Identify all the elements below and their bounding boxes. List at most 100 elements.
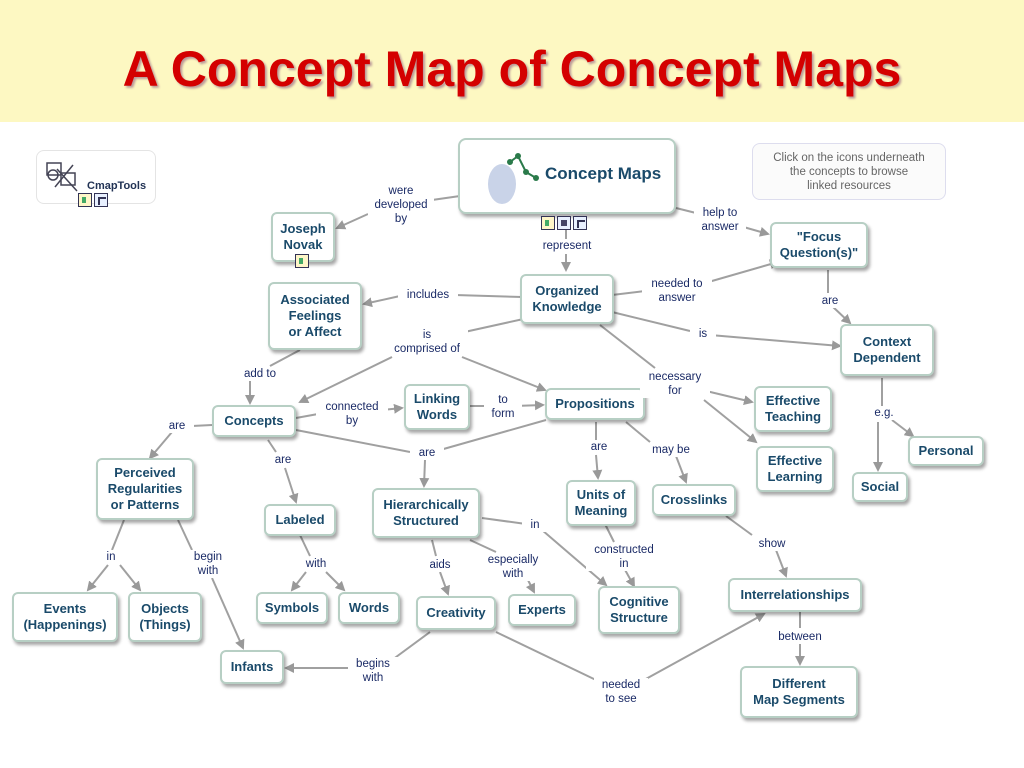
edge-developed-novak: [335, 213, 369, 230]
concept-node-creativity[interactable]: Creativity: [416, 596, 496, 630]
concept-node-labeled[interactable]: Labeled: [264, 504, 336, 536]
link-begins-with: begins with: [348, 657, 398, 685]
concept-node-concepts[interactable]: Concepts: [212, 405, 296, 437]
image-icon[interactable]: [557, 216, 571, 230]
concept-node-objects[interactable]: Objects (Things): [128, 592, 202, 642]
concept-node-hierarchically-structured[interactable]: Hierarchically Structured: [372, 488, 480, 538]
link-represent: represent: [530, 239, 604, 253]
concept-node-concept-maps[interactable]: Concept Maps: [458, 138, 676, 214]
concept-node-effective-learning[interactable]: Effective Learning: [756, 446, 834, 492]
edge-perceived-begin: [177, 519, 193, 551]
edge-constructed-cog: [623, 567, 635, 588]
edge-ok-necessary: [599, 324, 656, 369]
edge-comprised-concepts: [298, 356, 393, 403]
link-are-perceived: are: [160, 419, 194, 433]
edge-needed-inter: [643, 613, 766, 681]
edge-main-developed: [431, 195, 461, 201]
edge-in-events: [86, 564, 109, 592]
link-show: show: [752, 537, 792, 551]
link-in-cognitive: in: [522, 518, 548, 532]
document-icon[interactable]: [295, 254, 309, 268]
edge-is-context: [709, 334, 842, 351]
edge-especially-experts: [525, 579, 535, 594]
link-needed-to-see: needed to see: [594, 678, 648, 706]
edge-begin-infants: [211, 577, 245, 650]
edge-maybe-crosslinks: [675, 455, 688, 484]
title-band: A Concept Map of Concept Maps: [0, 0, 1024, 122]
concept-node-perceived-regularities[interactable]: Perceived Regularities or Patterns: [96, 458, 194, 520]
link-with: with: [296, 557, 336, 571]
edge-hier-in: [481, 517, 527, 525]
main-concept-label: Concept Maps: [545, 164, 662, 183]
concept-node-social[interactable]: Social: [852, 472, 908, 502]
edge-with-symbols: [290, 571, 307, 592]
concept-node-effective-teaching[interactable]: Effective Teaching: [754, 386, 832, 432]
link-in-events: in: [98, 550, 124, 564]
concept-node-propositions[interactable]: Propositions: [545, 388, 645, 420]
edge-concepts-are-hier: [295, 429, 411, 453]
main-resource-icons: [541, 216, 587, 230]
link-are-units: are: [582, 440, 616, 454]
edge-includes-feel: [362, 295, 401, 308]
link-between: between: [768, 630, 832, 644]
link-especially-with: especially with: [478, 553, 548, 581]
edge-labeled-with: [299, 534, 311, 557]
link-is-comprised-of: is comprised of: [386, 328, 468, 356]
edge-are-perceived: [148, 431, 173, 460]
link-are-labeled: are: [266, 453, 300, 467]
edge-creativity-needed: [495, 631, 597, 681]
edge-perceived-in: [111, 519, 125, 551]
document-icon[interactable]: [78, 193, 92, 207]
edge-necessary-teaching: [701, 389, 754, 405]
edge-eg-personal: [891, 419, 915, 438]
novak-resource-icons: [295, 254, 309, 268]
concept-node-linking-words[interactable]: Linking Words: [404, 384, 470, 430]
edge-in-cog: [541, 529, 608, 587]
link-needed-to-answer: needed to answer: [642, 277, 712, 305]
edge-ok-needed: [611, 290, 646, 296]
concept-map-icon[interactable]: [573, 216, 587, 230]
concept-node-organized-knowledge[interactable]: Organized Knowledge: [520, 274, 614, 324]
concept-node-crosslinks[interactable]: Crosslinks: [652, 484, 736, 516]
concept-node-infants[interactable]: Infants: [220, 650, 284, 684]
edge-are-context: [831, 305, 852, 325]
edge-crosslinks-show: [725, 515, 753, 536]
edge-concepts-are-down: [267, 439, 277, 453]
link-are-hierarchically: are: [410, 446, 444, 460]
concept-node-experts[interactable]: Experts: [508, 594, 576, 626]
concept-node-words[interactable]: Words: [338, 592, 400, 624]
concept-node-joseph-novak[interactable]: Joseph Novak: [271, 212, 335, 262]
concept-node-personal[interactable]: Personal: [908, 436, 984, 466]
edge-comprised-prop: [461, 356, 547, 392]
concept-map-icon[interactable]: [94, 193, 108, 207]
edge-ok-is: [611, 311, 691, 332]
edge-ok-comprised: [459, 317, 529, 334]
edge-concepts-connected: [295, 413, 319, 419]
edge-are-labeled: [284, 467, 299, 504]
concept-node-focus-question[interactable]: "Focus Question(s)": [770, 222, 868, 268]
edge-areunits-units: [592, 454, 603, 480]
concept-node-cognitive-structure[interactable]: Cognitive Structure: [598, 586, 680, 634]
link-begin-with: begin with: [184, 550, 232, 578]
concept-node-different-map-segments[interactable]: Different Map Segments: [740, 666, 858, 718]
concept-node-events[interactable]: Events (Happenings): [12, 592, 118, 642]
concept-node-context-dependent[interactable]: Context Dependent: [840, 324, 934, 376]
concept-node-units-of-meaning[interactable]: Units of Meaning: [566, 480, 636, 526]
edge-feel-addto: [269, 349, 301, 367]
slide-title: A Concept Map of Concept Maps: [122, 41, 902, 97]
edge-concepts-are-left: [191, 424, 213, 427]
edge-ok-includes: [454, 294, 523, 298]
link-eg: e.g.: [866, 406, 902, 420]
document-icon[interactable]: [541, 216, 555, 230]
edge-show-inter: [775, 549, 788, 578]
edge-in-objects: [119, 564, 142, 592]
edge-prop-maybe: [625, 421, 651, 443]
concept-node-symbols[interactable]: Symbols: [256, 592, 328, 624]
concept-node-associated-feelings[interactable]: Associated Feelings or Affect: [268, 282, 362, 350]
edge-hier-aids: [431, 539, 437, 557]
link-may-be: may be: [644, 443, 698, 457]
concept-node-interrelationships[interactable]: Interrelationships: [728, 578, 862, 612]
link-is-context: is: [690, 327, 716, 341]
instruction-note: Click on the icons underneath the concep…: [752, 143, 946, 200]
